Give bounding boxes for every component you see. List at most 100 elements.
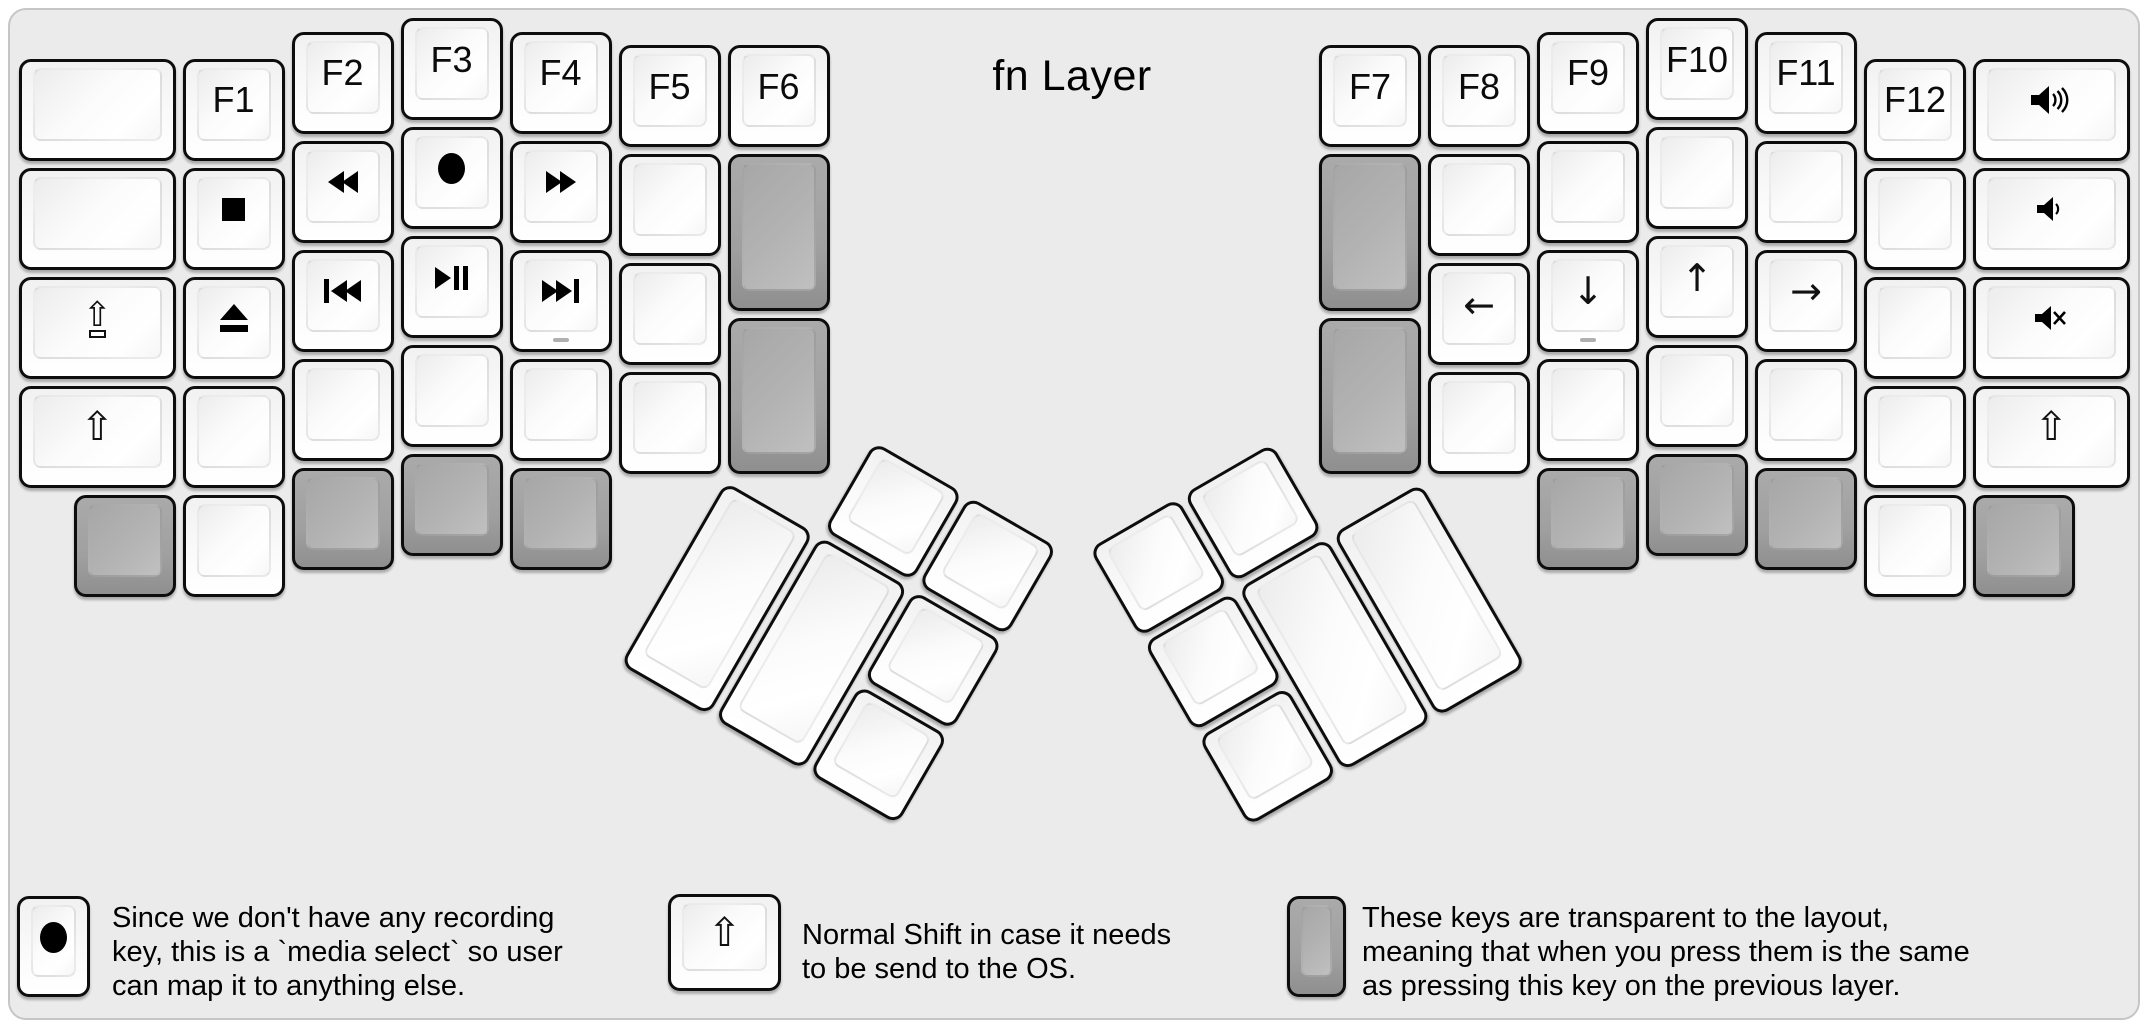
key-transparent[interactable]	[400, 454, 503, 556]
key-blank[interactable]	[19, 167, 176, 270]
keycap-top	[831, 699, 932, 801]
key-stop[interactable]	[182, 167, 285, 270]
keycap-top	[33, 176, 162, 250]
key-play-pause[interactable]	[400, 236, 503, 338]
key-next-track[interactable]	[509, 249, 612, 352]
key-blank[interactable]	[291, 358, 394, 461]
shift-key-sample: ⇧	[668, 894, 781, 991]
legend-transparent-line1: These keys are transparent to the layout…	[1362, 902, 1890, 934]
key-f11[interactable]: F11	[1755, 31, 1857, 134]
keycap-top	[632, 381, 707, 455]
key-caps-lock[interactable]: ⇧	[19, 276, 176, 379]
key-blank[interactable]	[509, 358, 612, 461]
keycap-top	[305, 258, 380, 332]
key-blank[interactable]	[1537, 358, 1639, 461]
key-blank[interactable]	[1537, 140, 1639, 243]
key-blank[interactable]	[19, 58, 176, 161]
key-arrow-left[interactable]: ←	[1428, 263, 1530, 366]
keycap-top	[196, 285, 271, 359]
key-arrow-right[interactable]: →	[1755, 249, 1857, 352]
keycap-top	[305, 149, 380, 223]
keycap-top	[632, 163, 707, 237]
arrow-left-icon: ←	[1463, 282, 1495, 327]
key-rewind[interactable]	[291, 140, 394, 243]
key-f3[interactable]: F3	[400, 18, 503, 120]
key-shift[interactable]: ⇧	[1973, 385, 2130, 488]
key-volume-down[interactable]	[1973, 167, 2130, 270]
key-blank[interactable]	[1864, 276, 1966, 379]
key-label: F5	[648, 65, 691, 107]
key-blank[interactable]	[1864, 167, 1966, 270]
keycap-top: F8	[1442, 54, 1516, 128]
key-f2[interactable]: F2	[291, 31, 394, 134]
key-arrow-up[interactable]: ↑	[1646, 236, 1748, 338]
keycap-top: ←	[1442, 272, 1516, 346]
key-blank[interactable]	[1755, 140, 1857, 243]
key-blank[interactable]	[1646, 127, 1748, 229]
keycap-top	[305, 476, 380, 550]
key-transparent[interactable]	[1537, 467, 1639, 570]
key-arrow-down[interactable]: ↓	[1537, 249, 1639, 352]
keycap-top: ⇧	[1987, 394, 2116, 468]
record-icon	[438, 153, 465, 184]
shift-icon: ⇧	[2034, 404, 2068, 451]
eject-icon	[219, 304, 248, 333]
key-f12[interactable]: F12	[1864, 58, 1966, 161]
key-blank[interactable]	[182, 385, 285, 488]
key-blank[interactable]	[1864, 494, 1966, 597]
keycap-top	[1769, 149, 1843, 223]
keycap-top	[523, 367, 598, 441]
key-transparent[interactable]	[291, 467, 394, 570]
legend-record-line3: can map it to anything else.	[112, 970, 466, 1002]
homing-bump	[552, 338, 569, 342]
key-blank[interactable]	[1864, 385, 1966, 488]
key-transparent[interactable]	[73, 494, 176, 597]
key-volume-up[interactable]	[1973, 58, 2130, 161]
key-transparent[interactable]	[1319, 154, 1421, 311]
key-transparent[interactable]	[1755, 467, 1857, 570]
key-volume-mute[interactable]	[1973, 276, 2130, 379]
key-blank[interactable]	[400, 345, 503, 447]
keycap-top	[1769, 367, 1843, 441]
key-f8[interactable]: F8	[1428, 45, 1530, 148]
key-blank[interactable]	[1755, 358, 1857, 461]
key-f10[interactable]: F10	[1646, 18, 1748, 120]
homing-bump	[1580, 338, 1596, 342]
keycap-top	[1878, 503, 1952, 577]
keycap-top	[1987, 67, 2116, 141]
key-f1[interactable]: F1	[182, 58, 285, 161]
key-fast-forward[interactable]	[509, 140, 612, 243]
key-blank[interactable]	[1646, 345, 1748, 447]
key-transparent[interactable]	[1319, 317, 1421, 475]
key-blank[interactable]	[1428, 372, 1530, 475]
key-transparent[interactable]	[727, 317, 830, 475]
key-record[interactable]	[400, 127, 503, 229]
key-blank[interactable]	[1428, 154, 1530, 257]
key-f5[interactable]: F5	[618, 45, 721, 148]
key-blank[interactable]	[618, 154, 721, 257]
keycap-top	[414, 354, 489, 427]
keycap-top	[196, 394, 271, 468]
key-eject[interactable]	[182, 276, 285, 379]
key-prev-track[interactable]	[291, 249, 394, 352]
legend-record-line1: Since we don't have any recording	[112, 902, 555, 934]
key-transparent[interactable]	[1973, 494, 2075, 597]
key-label: F4	[539, 52, 582, 94]
legend-transparent-line3: as pressing this key on the previous lay…	[1362, 970, 1901, 1002]
key-blank[interactable]	[618, 263, 721, 366]
key-shift[interactable]: ⇧	[19, 385, 176, 488]
keycap-top	[31, 905, 76, 977]
key-transparent[interactable]	[1646, 454, 1748, 556]
key-label: F11	[1776, 52, 1836, 94]
key-f9[interactable]: F9	[1537, 31, 1639, 134]
key-f4[interactable]: F4	[509, 31, 612, 134]
key-f6[interactable]: F6	[727, 45, 830, 148]
shift-icon: ⇧	[80, 404, 114, 451]
key-blank[interactable]	[618, 372, 721, 475]
keycap-top	[1551, 149, 1625, 223]
key-blank[interactable]	[182, 494, 285, 597]
key-transparent[interactable]	[509, 467, 612, 570]
key-transparent[interactable]	[727, 154, 830, 311]
key-f7[interactable]: F7	[1319, 45, 1421, 148]
keycap-top: F1	[196, 67, 271, 141]
